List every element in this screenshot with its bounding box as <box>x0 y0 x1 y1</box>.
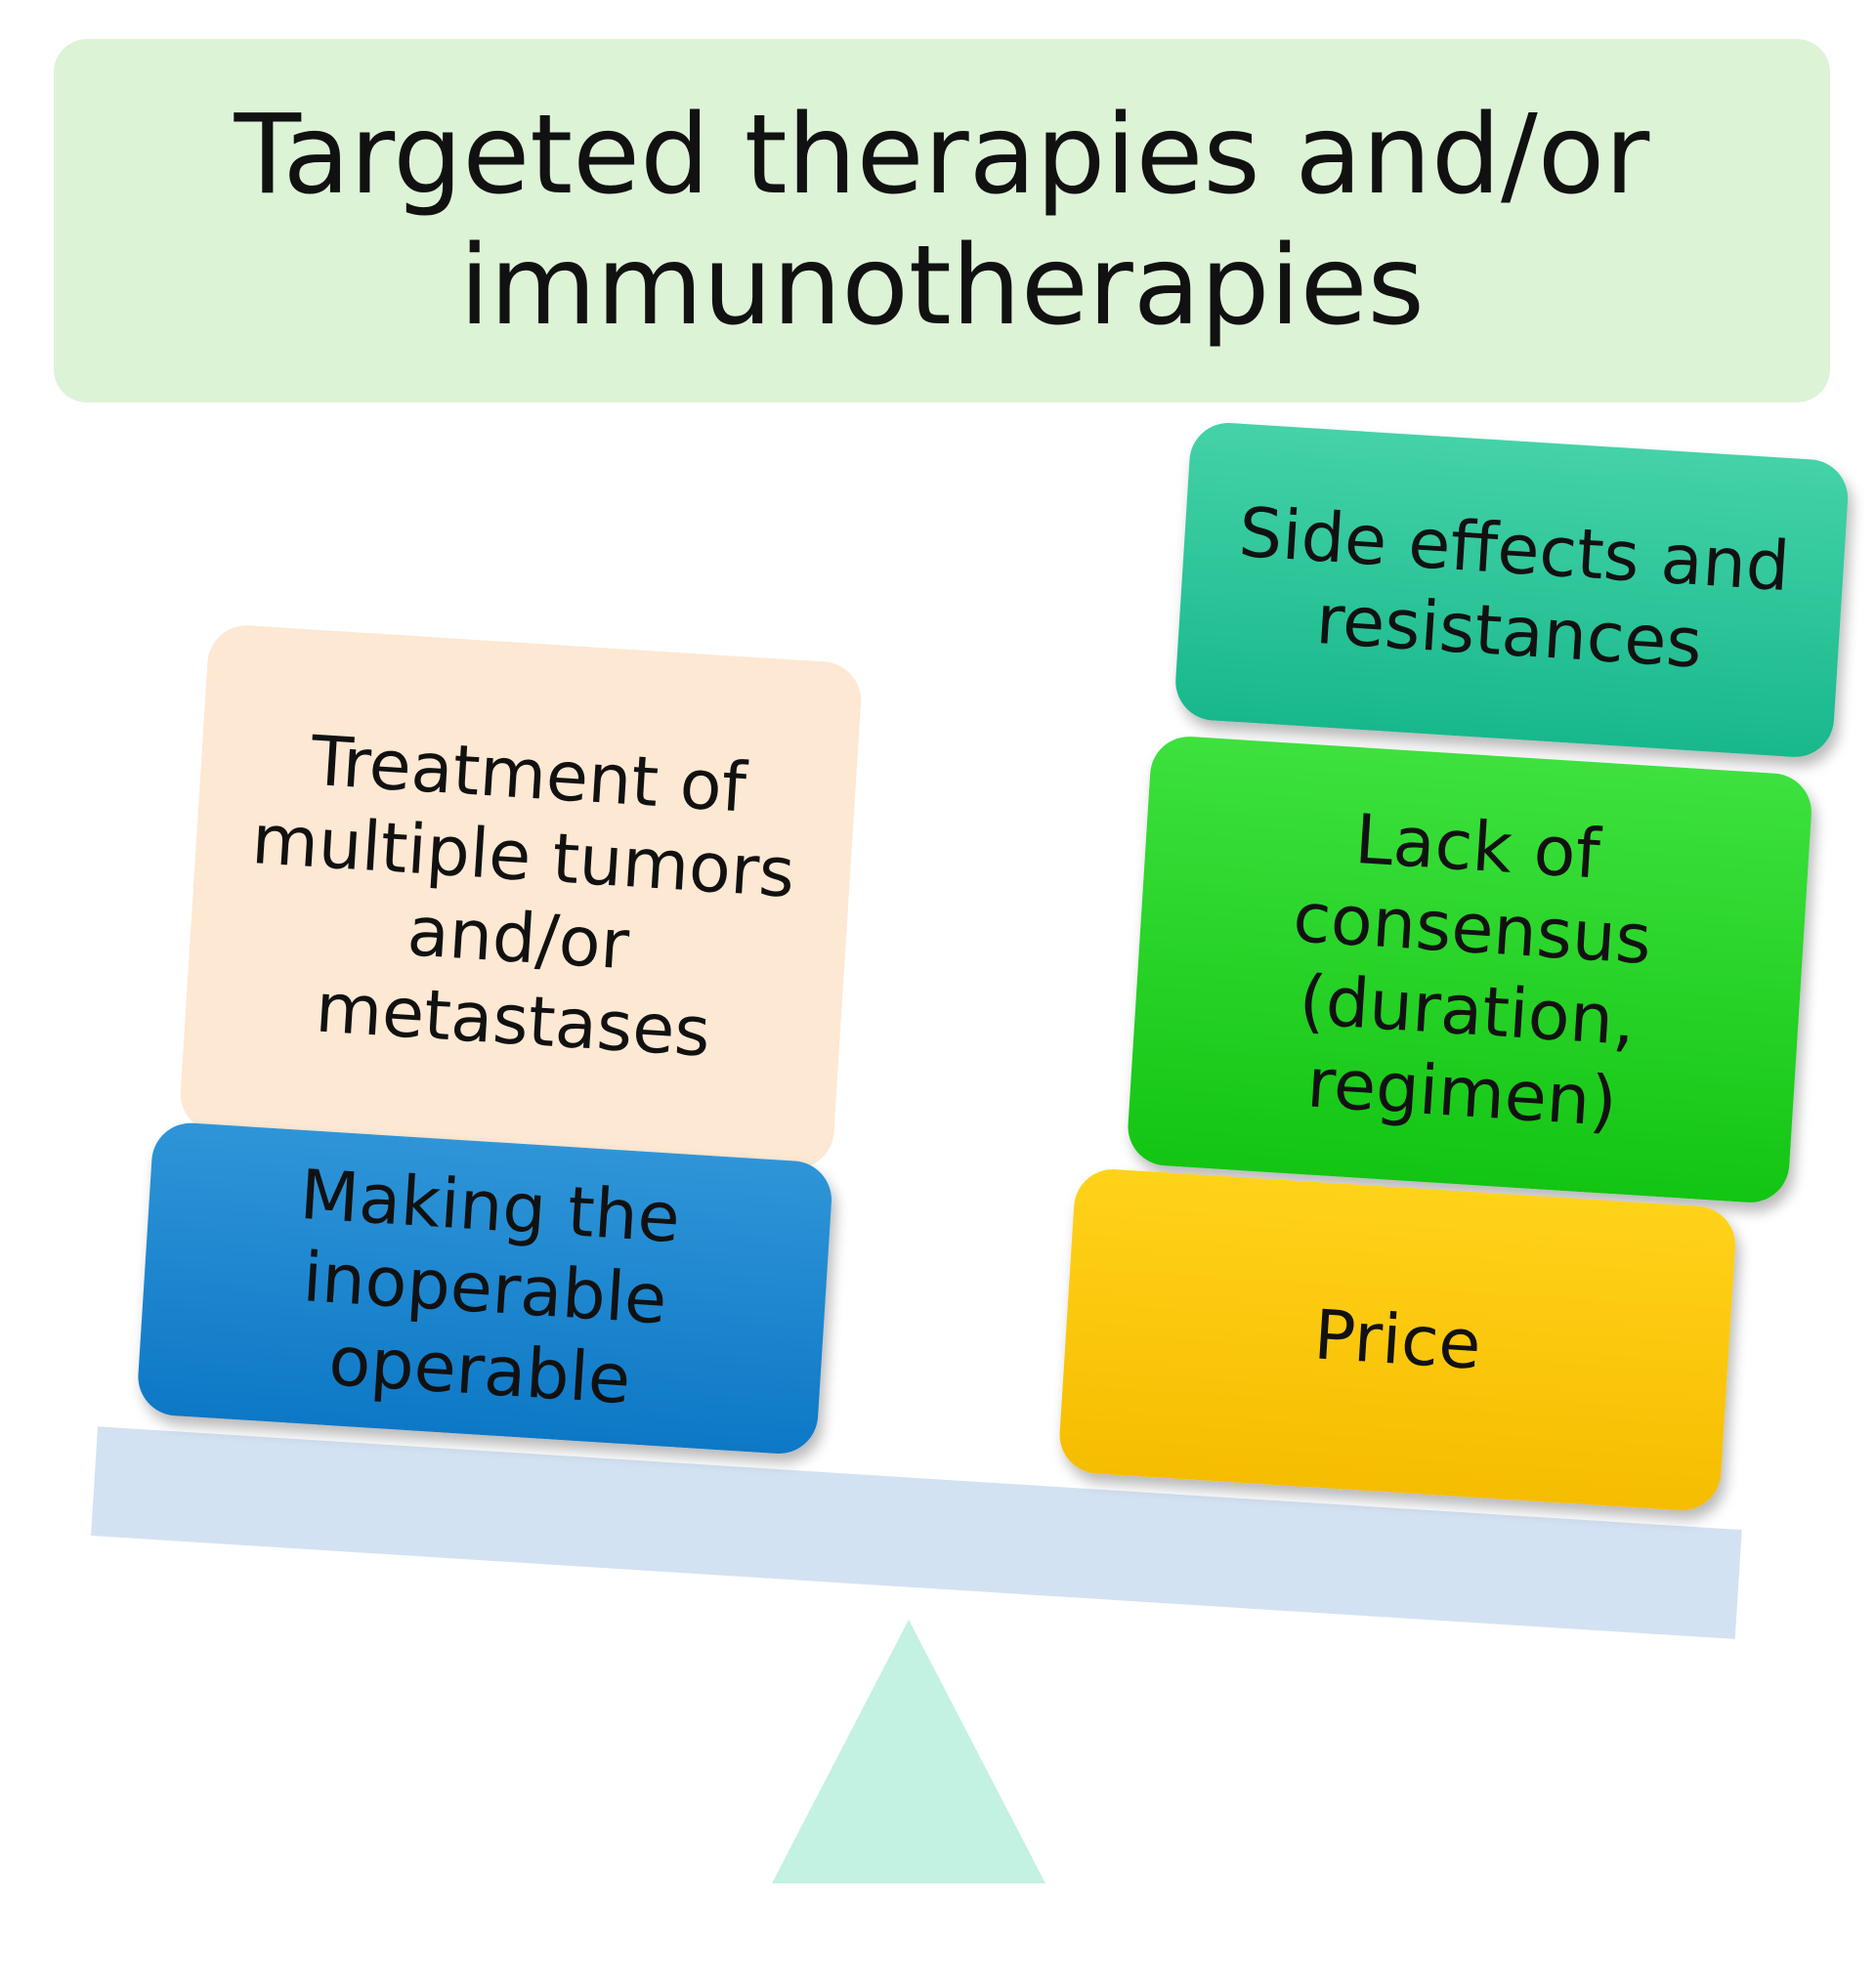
diagram-title: Targeted therapies and/or immunotherapie… <box>234 91 1650 350</box>
drawback-label-price: Price <box>1311 1294 1484 1385</box>
benefit-box-making-operable: Making the inoperable operable <box>135 1120 834 1456</box>
drawback-label-side-effects: Side effects and resistances <box>1236 491 1793 684</box>
drawback-box-side-effects: Side effects and resistances <box>1172 420 1851 760</box>
fulcrum-triangle <box>772 1620 1045 1883</box>
benefit-label-making-operable: Making the inoperable operable <box>297 1154 683 1420</box>
drawback-box-price: Price <box>1057 1166 1738 1513</box>
drawback-label-lack-of-consensus: Lack of consensus (duration, regimen) <box>1291 798 1654 1143</box>
benefit-label-treatment: Treatment of multiple tumors and/or meta… <box>249 720 797 1073</box>
title-box: Targeted therapies and/or immunotherapie… <box>54 39 1830 402</box>
drawback-box-lack-of-consensus: Lack of consensus (duration, regimen) <box>1126 734 1814 1205</box>
benefit-box-treatment: Treatment of multiple tumors and/or meta… <box>178 622 864 1171</box>
